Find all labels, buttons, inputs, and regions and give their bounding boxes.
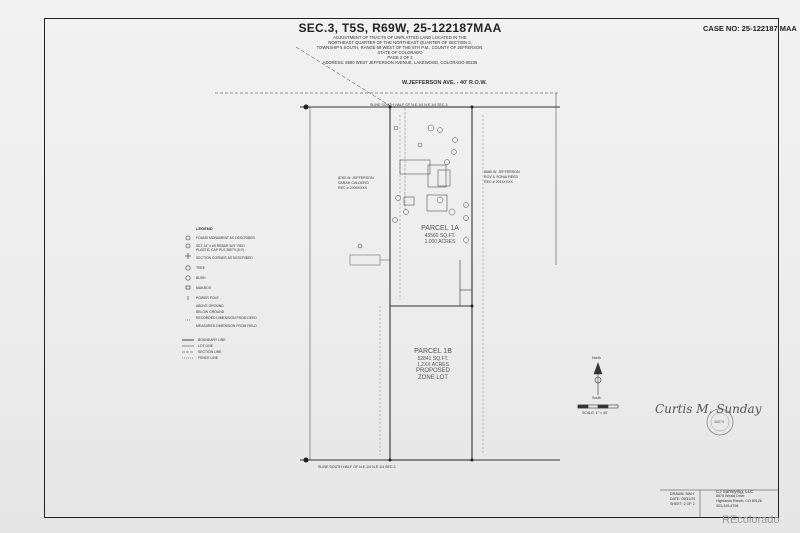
- legend-item: MAILBOX: [196, 286, 212, 290]
- neighbor-line: REC.# 2011XXXX: [484, 180, 513, 184]
- page-title: SEC.3, T5S, R69W, 25-122187MAA: [298, 21, 502, 35]
- south-label: South: [592, 396, 602, 400]
- description-line: NORTHEAST QUARTER OF THE NORTHEAST QUART…: [328, 40, 472, 45]
- parcel-1a-acres: 1.000 ACRES: [424, 239, 456, 245]
- parcel-1a-name: PARCEL 1A: [421, 225, 459, 232]
- neighbor-line: SARAH CALDERO: [338, 181, 369, 185]
- case-number: CASE NO: 25-122187 MAA: [703, 24, 797, 33]
- legend-item: BELOW GROUND: [196, 310, 225, 314]
- parcel-1b-area: 52841 SQ.FT.: [417, 356, 449, 362]
- parcel-1b-name: PARCEL 1B: [414, 348, 452, 355]
- watermark-logo: REcolorado: [722, 514, 780, 526]
- legend-item: FENCE LINE: [198, 356, 218, 360]
- parcel-1b-label: PARCEL 1B 52841 SQ.FT. 1.2XX ACRES PROPO…: [398, 348, 468, 382]
- legend-item: SECTION LINE: [198, 350, 222, 354]
- neighbor-line: REC.# 2009XXXX: [338, 186, 368, 190]
- legend-item: ABOVE GROUND: [196, 304, 224, 308]
- company-name: CJ Surveying, LLC: [716, 489, 754, 494]
- sheet-field: DRAWN: BWH: [670, 492, 694, 496]
- row-line-label: SLINE SOUTH HALF OF N.E.1/4 N.E.1/4 SEC.…: [370, 103, 448, 107]
- section-line-label: SLINE SOUTH HALF OF N.E.1/4 N.E.1/4 SEC.…: [318, 465, 396, 469]
- page-number: PAGE 2 OF 2: [387, 55, 413, 60]
- parcel-1a-area: 43560 SQ.FT.: [424, 233, 456, 239]
- parcel-1b-note: PROPOSED: [415, 368, 450, 374]
- west-neighbor: 8760 W. JEFFERSON SARAH CALDERO REC.# 20…: [338, 176, 374, 191]
- legend-title: LEGEND: [196, 226, 213, 231]
- description-line: ADJUSTMENT OF TRACTS OF UNPLATTED LAND L…: [333, 35, 467, 40]
- parcel-1a-label: PARCEL 1A 43560 SQ.FT. 1.000 ACRES: [405, 225, 475, 245]
- legend-item: RECORDED DIMENSION FROM DEED: [196, 316, 257, 320]
- east-neighbor: 8680 W. JEFFERSON ROY & SONIA REED REC.#…: [484, 170, 520, 185]
- legend-item: BOUNDARY LINE: [198, 338, 226, 342]
- legend-item: MEASURED DIMENSION FROM FIELD: [196, 324, 257, 328]
- legend-item: SECTION CORNER AS DESCRIBED: [196, 256, 253, 260]
- seal-number: 38079: [714, 420, 724, 424]
- drawing-frame: [44, 18, 779, 518]
- legend-item: FOUND MONUMENT AS DESCRIBED: [196, 236, 255, 240]
- road-name: W.JEFFERSON AVE. - 40' R.O.W.: [402, 80, 487, 86]
- sheet-field: SHEET: 2 OF 2: [670, 502, 695, 506]
- company-block: CJ Surveying, LLC 8876 Weald Drive Highl…: [716, 489, 762, 509]
- sheet-fields: DRAWN: BWH DATE: 05/31/25 SHEET: 2 OF 2: [670, 492, 695, 507]
- neighbor-line: ROY & SONIA REED: [484, 175, 519, 179]
- neighbor-line: 8680 W. JEFFERSON: [484, 170, 520, 174]
- parcel-1b-acres: 1.2XX ACRES: [417, 362, 449, 368]
- company-address: 8876 Weald Drive: [716, 494, 745, 498]
- north-label: North: [592, 356, 601, 360]
- legend-item: TREE: [196, 266, 206, 270]
- description-line: STATE OF COLORADO: [377, 50, 423, 55]
- description-line: TOWNSHIP 5 SOUTH, RANGE 69 WEST OF THE 6…: [316, 45, 484, 50]
- legend-item: POWER POLE: [196, 296, 219, 300]
- sheet-field: DATE: 05/31/25: [670, 497, 696, 501]
- legend-item: LOT LINE: [198, 344, 214, 348]
- parcel-1b-note: ZONE LOT: [417, 375, 448, 381]
- company-address: Highlands Ranch, CO 80126: [716, 499, 762, 503]
- address-line: ADDRESS: 8690 WEST JEFFERSON AVENUE, LAK…: [322, 60, 478, 65]
- legend-item: SET 24" x #5 REBAR W/1" RED PLASTIC CAP …: [196, 244, 245, 252]
- legend-item: BUSH: [196, 276, 206, 280]
- scale-label: SCALE: 1" = 40': [582, 411, 608, 415]
- neighbor-line: 8760 W. JEFFERSON: [338, 176, 374, 180]
- company-phone: 303-349-4796: [716, 504, 739, 508]
- surveyor-signature: Curtis M. Sunday: [655, 402, 762, 416]
